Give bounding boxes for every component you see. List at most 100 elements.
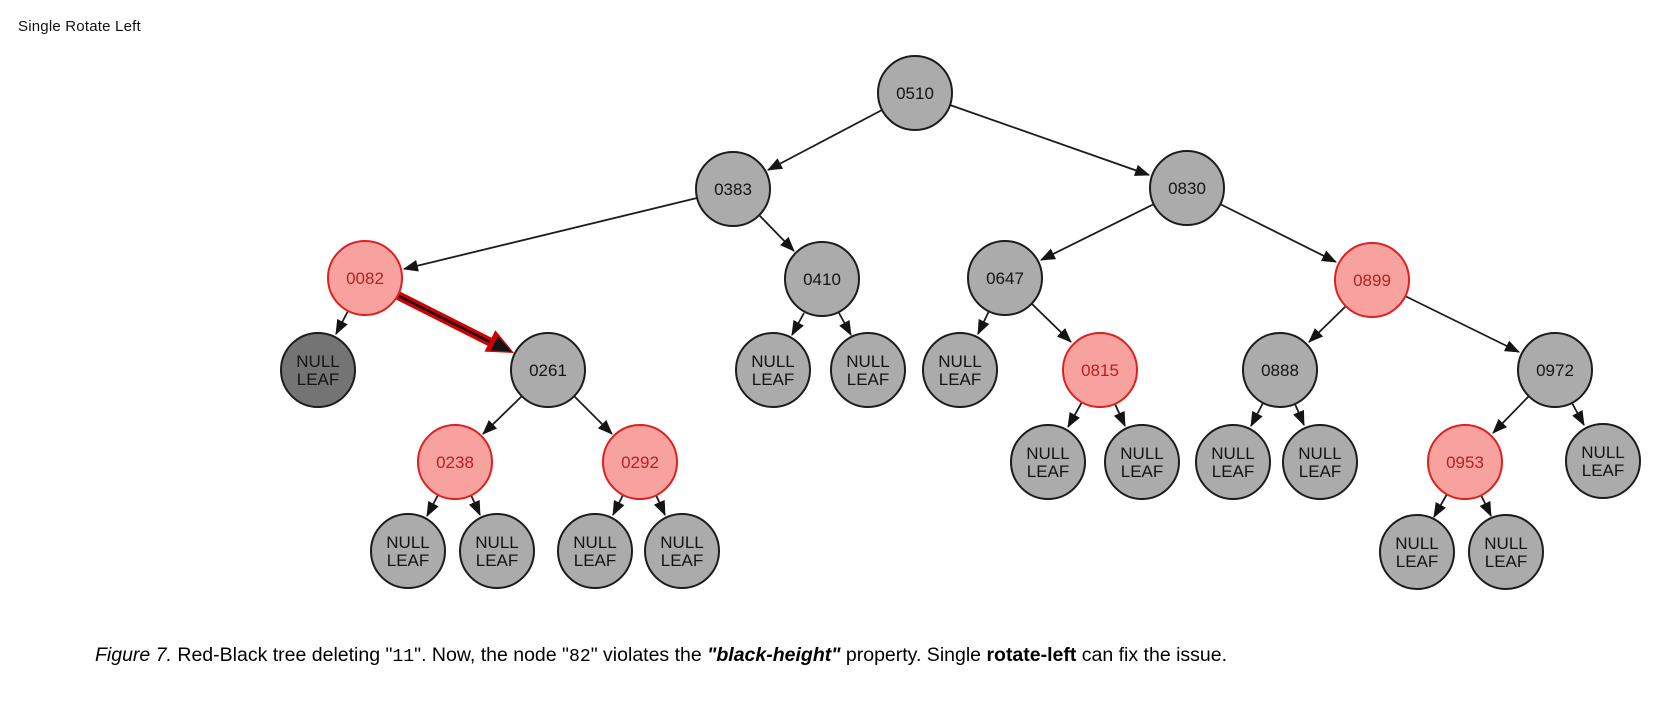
node-label-line1: NULL — [660, 533, 703, 552]
caption-code-11: 11 — [392, 647, 415, 667]
node-label: 0383 — [714, 180, 752, 199]
tree-node-null-leaf: NULL LEAF — [1282, 424, 1358, 500]
tree-node-0953: 0953 — [1427, 424, 1503, 500]
node-circle — [1195, 424, 1271, 500]
tree-node-null-leaf: NULL LEAF — [830, 332, 906, 408]
node-label-line1: NULL — [1120, 444, 1163, 463]
node-label-line2: LEAF — [847, 370, 890, 389]
node-label-line1: NULL — [846, 352, 889, 371]
node-circle — [1468, 514, 1544, 590]
caption-text: " violates the — [590, 644, 708, 666]
edge-0899-0888 — [1308, 305, 1347, 343]
tree-node-0292: 0292 — [602, 424, 678, 500]
edge-0830-0899 — [1219, 203, 1337, 263]
node-label: 0082 — [346, 269, 384, 288]
node-label-line1: NULL — [1581, 443, 1624, 462]
node-circle — [1282, 424, 1358, 500]
tree-edges — [335, 104, 1585, 518]
tree-node-null-leaf: NULL LEAF — [922, 332, 998, 408]
edge-0238-nullleaf-right — [468, 494, 481, 516]
node-circle — [1334, 242, 1410, 318]
node-label-line1: NULL — [938, 352, 981, 371]
edge-0292-nullleaf-left — [612, 494, 625, 516]
node-circle — [1565, 423, 1641, 499]
tree-node-0410: 0410 — [784, 241, 860, 317]
node-label: 0647 — [986, 269, 1024, 288]
edge-0261-0238 — [482, 395, 523, 435]
tree-node-0510: 0510 — [877, 55, 953, 131]
edge-0647-nullleaf — [977, 310, 990, 335]
edge-0261-0292 — [573, 395, 613, 435]
caption-figure-label: Figure 7. — [95, 644, 172, 666]
tree-nodes: 0510 0383 0830 0082 0410 0647 — [280, 55, 1641, 590]
figure-caption: Figure 7. Red-Black tree deleting "11". … — [95, 644, 1595, 667]
node-circle — [417, 424, 493, 500]
node-label-line2: LEAF — [1485, 552, 1528, 571]
node-label: 0238 — [436, 453, 474, 472]
caption-code-82: 82 — [568, 647, 591, 667]
node-circle — [922, 332, 998, 408]
node-label-line2: LEAF — [1582, 461, 1625, 480]
node-label-line1: NULL — [1395, 534, 1438, 553]
node-label: 0292 — [621, 453, 659, 472]
tree-node-0082: 0082 — [327, 240, 403, 316]
node-circle — [1517, 332, 1593, 408]
node-circle — [1104, 424, 1180, 500]
tree-node-null-leaf: NULL LEAF — [1010, 424, 1086, 500]
node-label-line1: NULL — [1026, 444, 1069, 463]
node-circle — [1149, 150, 1225, 226]
tree-node-0899: 0899 — [1334, 242, 1410, 318]
node-label-line1: NULL — [1298, 444, 1341, 463]
highlight-arrow-core — [397, 294, 493, 345]
node-label: 0410 — [803, 270, 841, 289]
node-label: 0953 — [1446, 453, 1484, 472]
node-label-line1: NULL — [475, 533, 518, 552]
node-circle — [1379, 514, 1455, 590]
edge-0899-0972 — [1404, 295, 1520, 353]
tree-node-0972: 0972 — [1517, 332, 1593, 408]
node-label-line2: LEAF — [1027, 462, 1070, 481]
edge-0082-nullleaf — [335, 310, 349, 335]
caption-text: property. Single — [840, 644, 987, 666]
node-circle — [1427, 424, 1503, 500]
tree-node-0647: 0647 — [967, 240, 1043, 316]
node-label: 0888 — [1261, 361, 1299, 380]
node-label-line2: LEAF — [574, 551, 617, 570]
edge-0383-0082 — [402, 197, 698, 272]
node-circle — [1242, 332, 1318, 408]
node-label: 0972 — [1536, 361, 1574, 380]
node-circle — [327, 240, 403, 316]
tree-node-null-leaf: NULL LEAF — [735, 332, 811, 408]
node-label: 0830 — [1168, 179, 1206, 198]
tree-node-0815: 0815 — [1062, 332, 1138, 408]
tree-node-null-leaf: NULL LEAF — [459, 513, 535, 589]
caption-text: can fix the issue. — [1076, 644, 1228, 666]
edge-0815-nullleaf-right — [1113, 403, 1126, 427]
tree-node-null-leaf: NULL LEAF — [1195, 424, 1271, 500]
tree-node-null-leaf: NULL LEAF — [370, 513, 446, 589]
node-circle — [784, 241, 860, 317]
node-label-line1: NULL — [1211, 444, 1254, 463]
tree-node-0238: 0238 — [417, 424, 493, 500]
node-label-line2: LEAF — [1212, 462, 1255, 481]
node-circle — [644, 513, 720, 589]
node-circle — [735, 332, 811, 408]
edge-0972-0953 — [1492, 395, 1530, 434]
node-circle — [557, 513, 633, 589]
tree-node-null-leaf: NULL LEAF — [1379, 514, 1455, 590]
caption-rotate-left: rotate-left — [986, 644, 1077, 666]
diagram-title: Single Rotate Left — [18, 18, 141, 35]
node-circle — [695, 151, 771, 227]
node-label-line2: LEAF — [1121, 462, 1164, 481]
edge-0647-0815 — [1031, 303, 1072, 343]
node-label-line2: LEAF — [661, 551, 704, 570]
node-circle — [510, 332, 586, 408]
node-label-line2: LEAF — [752, 370, 795, 389]
node-label: 0261 — [529, 361, 567, 380]
node-label-line2: LEAF — [387, 551, 430, 570]
tree-node-null-leaf: NULL LEAF — [1104, 424, 1180, 500]
node-circle — [830, 332, 906, 408]
node-circle — [459, 513, 535, 589]
